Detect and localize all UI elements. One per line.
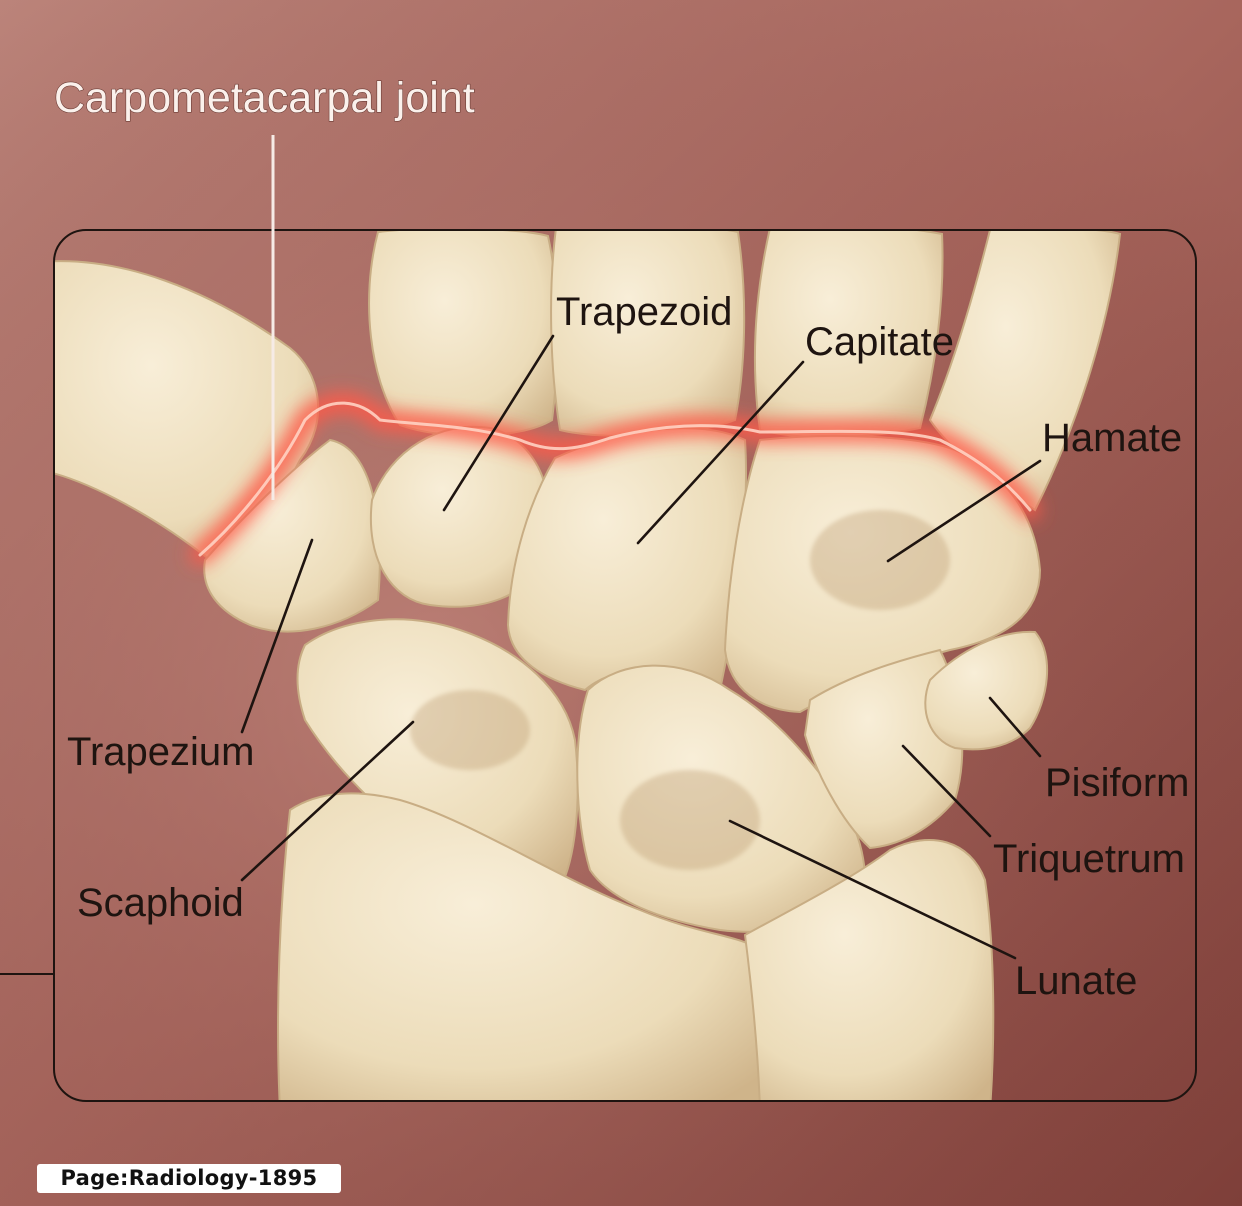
little-metacarpal	[928, 230, 1122, 512]
label-lunate: Lunate	[1015, 959, 1137, 1003]
index-metacarpal	[368, 230, 559, 437]
label-hamate: Hamate	[1042, 416, 1182, 460]
label-triquetrum: Triquetrum	[993, 837, 1185, 881]
illustration-frame	[53, 229, 1197, 1102]
leader-triquetrum	[901, 744, 992, 838]
leader-trapezoid	[442, 334, 555, 512]
leader-hamate	[886, 459, 1042, 563]
label-scaphoid: Scaphoid	[77, 881, 244, 925]
page-tag: Page:Radiology-1895	[37, 1164, 341, 1193]
label-trapezium: Trapezium	[67, 730, 254, 774]
leader-trapezium	[240, 538, 314, 734]
pisiform-bone	[924, 630, 1049, 751]
leader-scaphoid	[240, 720, 415, 882]
label-carpometacarpal-joint: Carpometacarpal joint	[54, 74, 475, 122]
radius-bone	[277, 792, 769, 1101]
bone-illustration	[54, 230, 1122, 1101]
label-pisiform: Pisiform	[1045, 761, 1189, 805]
thumb-metacarpal	[54, 260, 320, 562]
label-trapezoid: Trapezoid	[556, 290, 732, 334]
leader-lunate	[728, 819, 1017, 960]
ulna-bone	[743, 839, 995, 1101]
leader-pisiform	[988, 696, 1042, 758]
label-capitate: Capitate	[805, 320, 954, 364]
leader-capitate	[636, 360, 805, 545]
